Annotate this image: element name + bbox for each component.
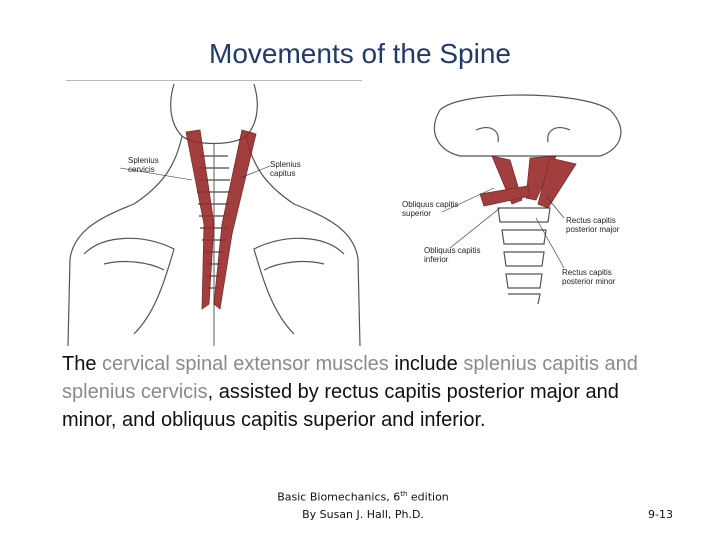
- label-obliquus-capitis-inferior: Obliquus capitis inferior: [424, 246, 481, 265]
- label-splenius-cervicis: Splenius cervicis: [128, 156, 159, 175]
- citation-line-1: Basic Biomechanics, 6th edition: [277, 490, 449, 504]
- label-rectus-capitis-posterior-major: Rectus capitis posterior major: [566, 216, 620, 235]
- splenius-cervicis-muscle-left: [185, 129, 215, 310]
- body-highlight-1: cervical spinal extensor muscles: [102, 353, 389, 375]
- rectus-major-muscle: [537, 157, 577, 209]
- label-rectus-capitis-posterior-minor: Rectus capitis posterior minor: [562, 268, 616, 287]
- neck-posterior-illustration: Splenius cervicis Splenius capitus: [64, 83, 364, 347]
- body-highlight-2: splenius capitis and splenius cervicis: [62, 353, 638, 403]
- label-obliquus-capitis-superior: Obliquus capitis superior: [402, 200, 459, 219]
- obliquus-inferior-muscle: [479, 185, 531, 207]
- slide-title: Movements of the Spine: [209, 38, 511, 69]
- body-paragraph: The cervical spinal extensor muscles inc…: [62, 350, 672, 434]
- suboccipital-illustration: Obliquus capitis superior Obliquus capit…: [380, 90, 664, 305]
- slide-number: 9-13: [648, 508, 673, 521]
- title-divider: [66, 80, 362, 81]
- neck-posterior-drawing: [67, 83, 361, 347]
- footer-citation: Basic Biomechanics, 6th edition By Susan…: [260, 486, 466, 523]
- splenius-capitis-muscle-right: [213, 129, 257, 310]
- body-text-2: include: [388, 353, 464, 375]
- body-text-1: The: [62, 353, 103, 375]
- body-text-3: , assisted by rectus capitis posterior m…: [62, 381, 619, 431]
- suboccipital-drawing: [433, 94, 622, 305]
- label-splenius-capitus: Splenius capitus: [270, 160, 301, 179]
- citation-line-2: By Susan J. Hall, Ph.D.: [302, 507, 424, 521]
